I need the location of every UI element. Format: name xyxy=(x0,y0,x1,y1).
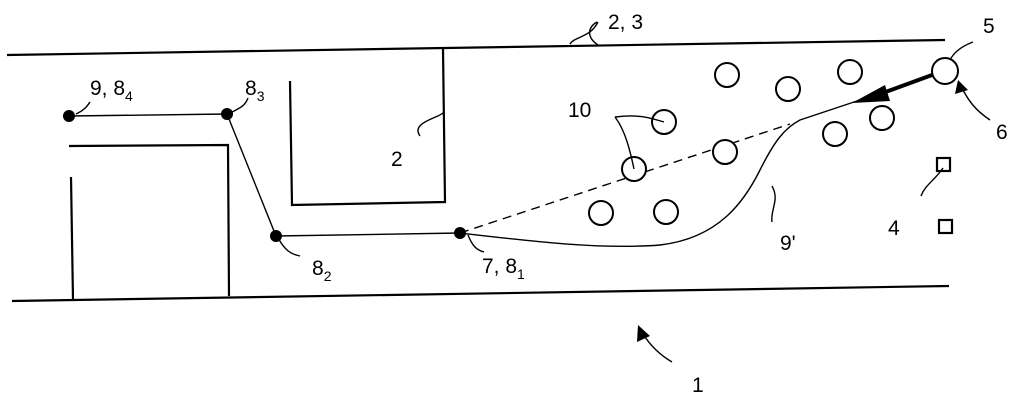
obstacle-upper xyxy=(288,48,447,207)
sensor-square xyxy=(937,218,954,235)
waypoint-start xyxy=(454,227,466,239)
bottom-wall xyxy=(11,284,950,303)
label-heading: 6 xyxy=(996,121,1008,144)
label-vehicle: 5 xyxy=(983,15,995,38)
label-waypoint-2: 82 xyxy=(312,257,332,284)
smoothed-path-9prime xyxy=(459,99,861,248)
label-obstacle: 2 xyxy=(391,148,403,171)
label-smoothed-path: 9' xyxy=(780,232,796,255)
label-goal: 9, 84 xyxy=(90,77,133,104)
sensor-square xyxy=(935,156,952,173)
label-sensor: 4 xyxy=(888,217,900,240)
leader-lines xyxy=(75,21,974,257)
direct-dashed-path xyxy=(459,123,791,234)
waypoint-8-2 xyxy=(270,230,282,242)
figure-arrowhead xyxy=(637,325,650,342)
heading-label-arrowhead xyxy=(955,80,968,94)
heading-label-arrow xyxy=(961,87,991,121)
label-obstacle-points: 10 xyxy=(568,99,591,122)
heading-arrowhead xyxy=(852,85,890,103)
label-boundary: 2, 3 xyxy=(608,11,643,34)
planned-path xyxy=(68,113,461,237)
obstacle-lower-left xyxy=(68,143,231,297)
waypoint-goal xyxy=(63,110,75,122)
label-map: 1 xyxy=(692,374,704,397)
label-start: 7, 81 xyxy=(482,255,525,282)
label-waypoint-3: 83 xyxy=(245,77,265,104)
top-wall xyxy=(6,38,946,57)
figure-arrow xyxy=(642,333,673,363)
waypoint-8-3 xyxy=(221,108,233,120)
obstacle-lower-left-side xyxy=(69,176,75,301)
vehicle-circle xyxy=(931,57,959,85)
